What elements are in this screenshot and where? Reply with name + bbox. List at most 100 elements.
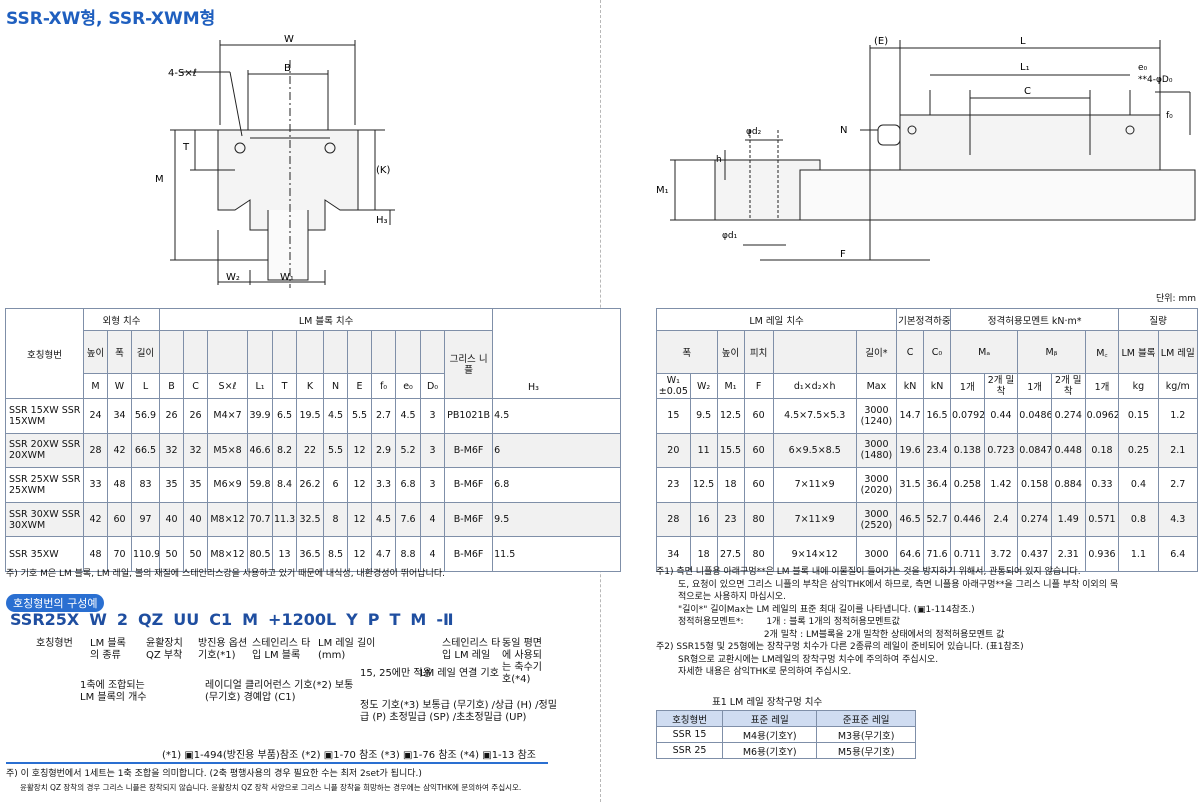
code-part: T [389,610,401,629]
note-line: 적으로는 사용하지 마십시오. [678,592,786,602]
cell-L1: 70.7 [247,501,274,538]
code-part: C1 [209,610,233,629]
cell-W1: 34 [656,536,691,572]
cell-F: 60 [743,432,774,469]
cell-T: 11.3 [272,501,298,538]
cell-dxh: 7×11×9 [772,467,857,503]
cell-Sl: M4×7 [207,398,249,434]
cell-MA1: 0.711 [949,536,985,572]
cell-grease: B-M6F [444,467,494,503]
cell-C0: 36.4 [923,467,951,503]
cell-W2: 16 [689,501,718,538]
cell-L1: 46.6 [247,432,274,469]
cell-e0: 7.6 [395,501,422,538]
cell-MC1: 0.18 [1084,432,1120,469]
note-line: 주1) 측면 니플용 아래구멍**은 LM 블록 내에 이물질이 들어가는 것을… [656,567,1081,577]
cell-L1: 39.9 [247,398,274,434]
code-part: M [242,610,259,629]
label-b: LM 블록의 종류 [90,638,126,661]
cell-N: 8 [323,501,349,538]
cell-Cd: 31.5 [896,467,925,503]
cell-W: 42 [107,432,132,469]
cell-W: 70 [107,536,132,572]
cell-f0: 4.7 [371,536,397,572]
label-g: 동일 평면에 사용되는 축수기호(*4) [502,638,542,685]
cell-F: 60 [743,467,774,503]
col-rail: LM 레일 치수 [655,308,898,331]
cell-MB2: 0.274 [1050,398,1086,434]
cell-B: 26 [159,398,185,434]
cell-grease: B-M6F [444,536,494,572]
cell-dxh: 9×14×12 [772,536,857,572]
label-l: LM 레일 연결 기호 [420,668,499,679]
cell-MA2: 1.42 [983,467,1019,503]
code-part: UU [173,610,200,629]
cell-C: 32 [183,432,209,469]
cell-kg: 0.15 [1118,398,1159,434]
cell-Cd: 46.5 [896,501,925,538]
cell-C: 35 [183,467,209,503]
label-k: 15, 25에만 적용 [360,668,432,679]
col-block: LM 블록 치수 [159,308,494,331]
cell-MB1: 0.158 [1017,467,1052,503]
dim-label-H3: H₃ [376,215,388,226]
cell-W1: 20 [656,432,691,469]
cell-MC1: 0.571 [1084,501,1120,538]
dim-label-B: B [284,63,291,74]
cell-M1: 23 [716,501,745,538]
cell-model: SSR 20XW SSR 20XWM [5,432,84,469]
cell-C0: 71.6 [923,536,951,572]
side-view-drawing: (E) L L₁ e₀ **4-φD₀ C f₀ N φd₂ h M₁ φd₁ … [656,36,1196,261]
cell-grease: PB1021B [444,398,494,434]
cell-kgm: 4.3 [1157,501,1199,538]
cell-L: 66.5 [130,432,161,469]
refs: (*1) ▣1-494(방진용 부품)참조 (*2) ▣1-70 참조 (*3)… [162,750,536,761]
cell-W2: 12.5 [689,467,718,503]
dim-label-C: C [1024,86,1031,97]
cell-C: 50 [183,536,209,572]
cell-f0: 3.3 [371,467,397,503]
cell-L: 56.9 [130,398,161,434]
dim-label-W2: W₂ [226,272,240,283]
cell-C: 26 [183,398,209,434]
cell-K: 19.5 [296,398,325,434]
cell-MB1: 0.437 [1017,536,1052,572]
cell-E: 12 [347,536,373,572]
cell-MB1: 0.0486 [1017,398,1052,434]
cell-T: 8.4 [272,467,298,503]
dim-label-e0: e₀ [1138,63,1148,73]
cell-grease: B-M6F [444,501,494,538]
cell-model: SSR 25XW SSR 25XWM [5,467,84,503]
cell-Cd: 14.7 [896,398,925,434]
cell-M: 28 [83,432,108,469]
dim-label-E: (E) [874,36,888,47]
label-a: 호칭형번 [36,638,73,649]
cell-C0: 52.7 [923,501,951,538]
cell-kg: 0.8 [1118,501,1159,538]
cell-e0: 5.2 [395,432,422,469]
code-part: Y [346,610,358,629]
page-title: SSR-XW형, SSR-XWM형 [6,9,216,29]
cell-MB1: 0.0847 [1017,432,1052,469]
cell-Cd: 19.6 [896,432,925,469]
cell-M: 48 [83,536,108,572]
note-bottom-2: 윤활장치 QZ 장착의 경우 그리스 니플은 장착되지 않습니다. 윤활장치 Q… [20,783,522,792]
cell-E: 5.5 [347,398,373,434]
dim-label-F: F [840,249,846,260]
cell-L: 97 [130,501,161,538]
cell-D0: 4 [420,501,446,538]
dim-label-h: h [716,155,722,165]
code-part: W [89,610,107,629]
cell-f0: 2.7 [371,398,397,434]
dim-label-W1: W₁ [280,272,294,283]
code-part: SSR25X [10,610,80,629]
cell-K: 26.2 [296,467,325,503]
cell-L1: 80.5 [247,536,274,572]
cell-D0: 3 [420,467,446,503]
code-part: +1200L [268,610,337,629]
